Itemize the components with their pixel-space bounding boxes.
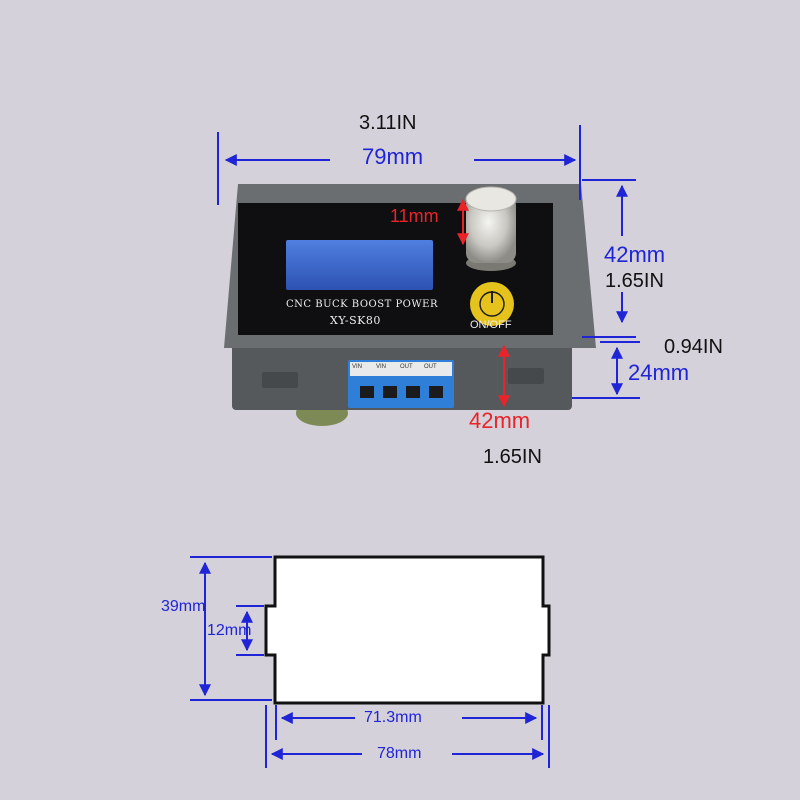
right-height-mm-label: 42mm	[604, 242, 666, 267]
cutout-height-label: 39mm	[161, 598, 206, 615]
lcd-screen	[286, 240, 433, 290]
terminal-label-strip	[350, 362, 452, 376]
bottom-height-mm-label: 42mm	[469, 408, 531, 433]
cutout-dimension-lines	[190, 556, 550, 768]
terminal-screws	[360, 386, 443, 398]
knob-icon	[466, 195, 516, 263]
terminal-label-1: VIN	[352, 364, 363, 370]
dimension-lines-blue	[217, 125, 640, 399]
right-height-inches-label: 1.65IN	[605, 270, 664, 292]
width-inches-label: 3.11IN	[359, 112, 417, 134]
knob-height-label: 11mm	[390, 206, 439, 226]
knob-top	[465, 186, 517, 212]
device-title-line2: XY-SK80	[330, 314, 381, 327]
power-button-label: ON/OFF	[470, 319, 512, 331]
bottom-height-inches-label: 1.65IN	[483, 446, 542, 468]
power-module-device	[224, 184, 596, 426]
terminal-label-3: OUT	[400, 364, 413, 370]
right-clip	[508, 368, 544, 384]
panel-cutout-drawing	[264, 555, 551, 705]
cutout-outline	[264, 555, 551, 705]
device-title-line1: CNC BUCK BOOST POWER	[286, 299, 438, 310]
width-mm-label: 79mm	[362, 144, 424, 169]
terminal-label-2: VIN	[376, 364, 387, 370]
cutout-inner-width-label: 71.3mm	[364, 709, 422, 726]
power-button	[470, 282, 514, 326]
depth-mm-label: 24mm	[628, 360, 690, 385]
terminal-label-4: OUT	[424, 364, 437, 370]
depth-inches-label: 0.94IN	[664, 336, 723, 358]
cutout-notch-label: 12mm	[207, 622, 252, 639]
dimension-lines-red	[457, 198, 510, 408]
left-clip	[262, 372, 298, 388]
cutout-outer-width-label: 78mm	[377, 745, 422, 762]
